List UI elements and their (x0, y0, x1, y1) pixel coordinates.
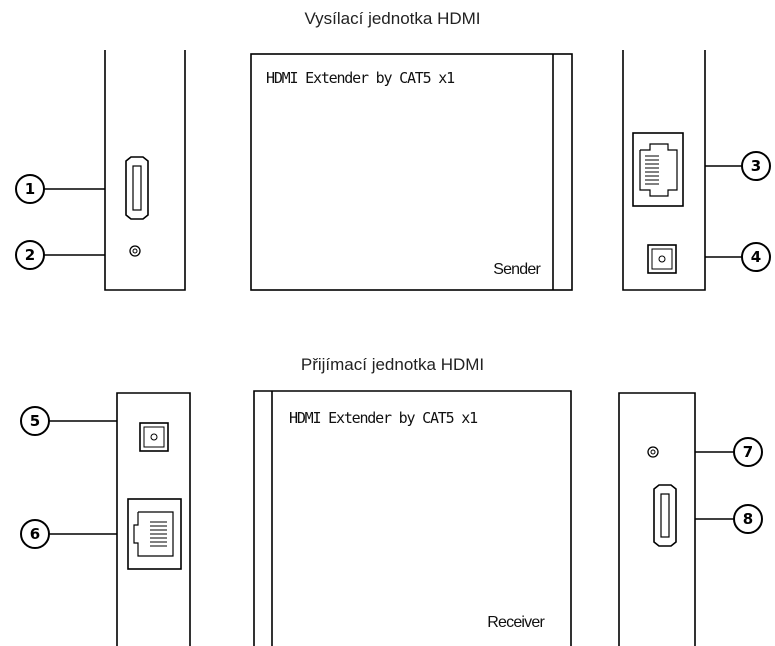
callout-number: 1 (25, 180, 35, 198)
callout-number: 8 (743, 510, 753, 528)
receiver-top-view: HDMI Extender by CAT5 x1 Receiver (253, 390, 572, 646)
device-label: HDMI Extender by CAT5 x1 (266, 69, 455, 87)
hdmi-port-icon (125, 156, 149, 220)
callout-7: 7 (695, 437, 763, 467)
led-indicator-icon (129, 245, 141, 257)
callout-2: 2 (15, 240, 105, 270)
receiver-title: Přijímací jednotka HDMI (300, 355, 485, 374)
device-label: HDMI Extender by CAT5 x1 (289, 409, 478, 427)
receiver-right-side-panel (618, 392, 696, 646)
callout-5: 5 (20, 406, 117, 436)
dc-power-jack-icon (647, 244, 677, 274)
sender-right-side-panel (622, 50, 706, 291)
receiver-left-side-panel (116, 392, 191, 646)
callout-1: 1 (15, 174, 105, 204)
rj45-port-icon (127, 498, 182, 570)
callout-number: 4 (751, 248, 761, 266)
callout-6: 6 (20, 519, 117, 549)
sender-title: Vysílací jednotka HDMI (304, 9, 481, 28)
led-indicator-icon (647, 446, 659, 458)
sender-top-view: HDMI Extender by CAT5 x1 Sender (250, 53, 573, 291)
callout-4: 4 (705, 242, 771, 272)
callout-3: 3 (705, 151, 771, 181)
callout-number: 7 (743, 443, 753, 461)
unit-type-label: Sender (493, 261, 541, 278)
callout-number: 2 (25, 246, 35, 264)
sender-left-side-panel (104, 50, 186, 291)
callout-number: 6 (30, 525, 40, 543)
callout-8: 8 (695, 504, 763, 534)
rj45-port-icon (632, 132, 684, 207)
dc-power-jack-icon (139, 422, 169, 452)
callout-number: 3 (751, 157, 761, 175)
hdmi-port-icon (653, 484, 677, 547)
callout-number: 5 (30, 412, 40, 430)
unit-type-label: Receiver (487, 614, 545, 631)
